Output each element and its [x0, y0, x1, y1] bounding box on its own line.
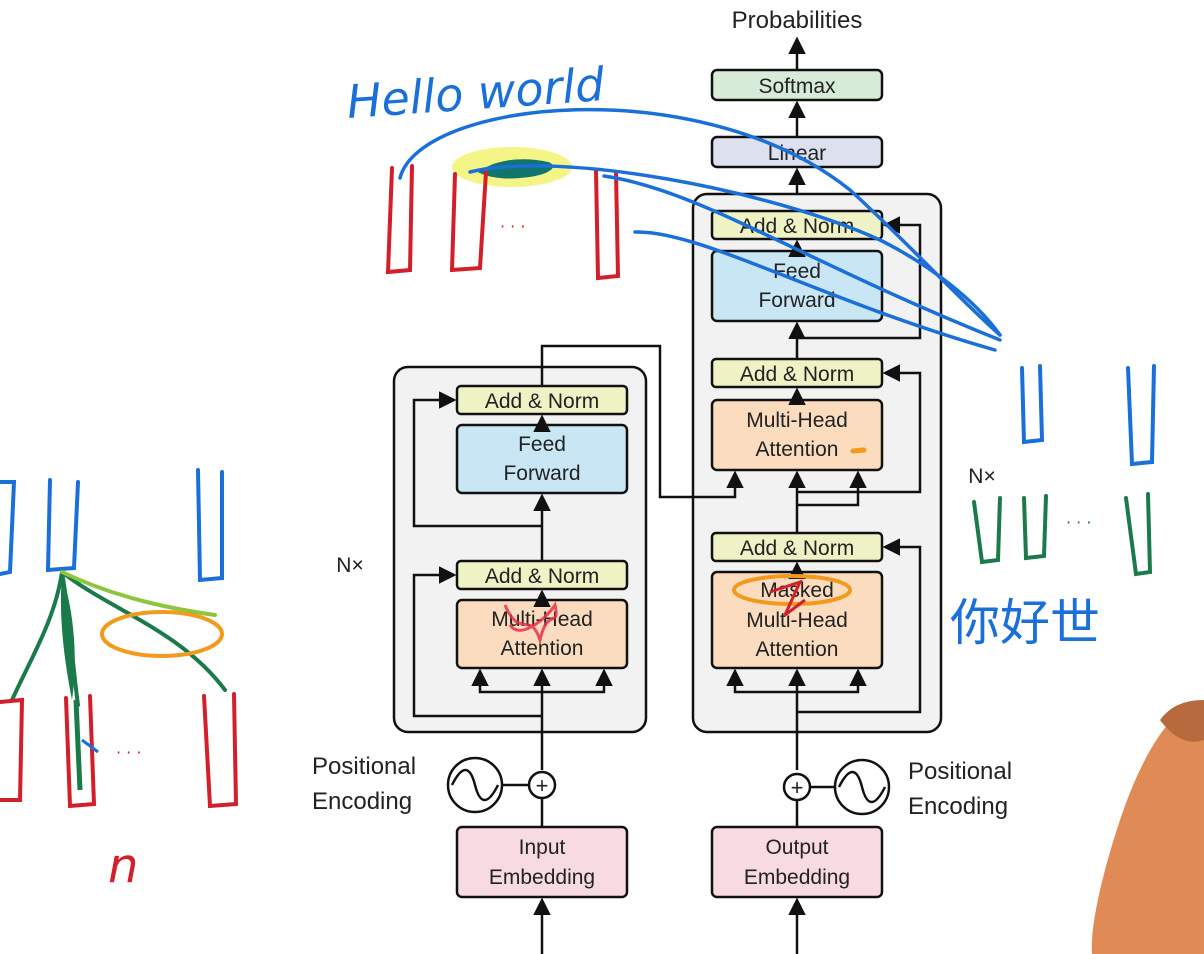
attention-label: Attention — [756, 438, 839, 461]
add-norm-label: Add & Norm — [740, 215, 854, 238]
green-vectors-right — [972, 492, 1153, 577]
embedding-label: Embedding — [744, 866, 850, 889]
feed-label: Feed — [518, 433, 566, 456]
red-scribble-encoder — [503, 601, 558, 646]
encoder-nx-label: N× — [336, 554, 363, 577]
presenter-shoulder — [1091, 700, 1204, 954]
encoder-stack — [392, 365, 648, 734]
embedding-label: Embedding — [489, 866, 595, 889]
softmax-block: Softmax — [710, 68, 884, 102]
chinese-annotation: 你好世 — [950, 594, 1100, 652]
encoder-positional-add: + — [527, 770, 557, 800]
blue-vectors-left — [0, 468, 224, 583]
green-dots: · · · — [1066, 513, 1091, 532]
add-norm-label: Add & Norm — [485, 565, 599, 588]
probabilities-label: Probabilities — [732, 7, 863, 34]
output-label: Output — [765, 836, 828, 859]
multi-head-label: Multi-Head — [746, 609, 848, 632]
add-norm-label: Add & Norm — [740, 363, 854, 386]
attention-label: Attention — [501, 637, 584, 660]
decoder-multi-head-attention: Multi-Head Attention — [710, 398, 884, 472]
linear-block: Linear — [710, 135, 884, 169]
orange-dot — [850, 447, 867, 454]
decoder-add-norm-1: Add & Norm — [710, 531, 884, 563]
encoder-add-norm-2: Add & Norm — [455, 384, 629, 416]
add-norm-label: Add & Norm — [740, 537, 854, 560]
red-output-vectors — [385, 164, 621, 281]
softmax-label: Softmax — [758, 75, 836, 98]
n-annotation: n — [108, 838, 138, 894]
hello-world-annotation: Hello world — [345, 57, 607, 129]
blue-stroke-vector — [81, 738, 99, 754]
plus-sign: + — [791, 775, 804, 800]
orange-oval-masked — [732, 574, 852, 606]
attention-label: Attention — [756, 638, 839, 661]
input-embedding-block: Input Embedding — [455, 825, 629, 899]
decoder-feed-forward: Feed Forward — [710, 249, 884, 323]
forward-label: Forward — [503, 462, 580, 485]
decoder-positional-wave-icon — [833, 758, 891, 816]
multi-head-label: Multi-Head — [746, 409, 848, 432]
orange-oval-left — [100, 610, 224, 658]
add-norm-label: Add & Norm — [485, 390, 599, 413]
green-stroke-vector — [73, 699, 83, 791]
encoder-to-decoder-line — [540, 344, 670, 499]
red-dots-top: · · · — [500, 217, 525, 236]
presenter-neck — [1160, 700, 1204, 742]
decoder-positional-label-1: Positional — [908, 758, 1012, 785]
green-connections-left — [10, 570, 227, 707]
encoder-positional-label-2: Encoding — [312, 788, 412, 815]
decoder-nx-label: N× — [968, 465, 995, 488]
red-vectors-left — [0, 692, 239, 809]
plus-sign: + — [536, 773, 549, 798]
decoder-positional-label-2: Encoding — [908, 793, 1008, 820]
encoder-feed-forward: Feed Forward — [455, 423, 629, 495]
green-blade — [60, 575, 75, 700]
output-embedding-block: Output Embedding — [710, 825, 884, 899]
blue-attention-curves — [398, 107, 1002, 352]
red-dots-left: · · · — [116, 743, 141, 762]
input-label: Input — [519, 836, 566, 859]
encoder-add-norm-1: Add & Norm — [455, 559, 629, 591]
encoder-positional-label-1: Positional — [312, 753, 416, 780]
red-scribble-masked — [769, 579, 806, 617]
decoder-positional-add: + — [782, 772, 812, 802]
decoder-add-norm-3: Add & Norm — [710, 209, 884, 241]
decoder-add-norm-2: Add & Norm — [710, 357, 884, 389]
encoder-positional-wave-icon — [446, 756, 504, 814]
forward-label: Forward — [758, 289, 835, 312]
blue-vectors-right — [1020, 364, 1156, 467]
